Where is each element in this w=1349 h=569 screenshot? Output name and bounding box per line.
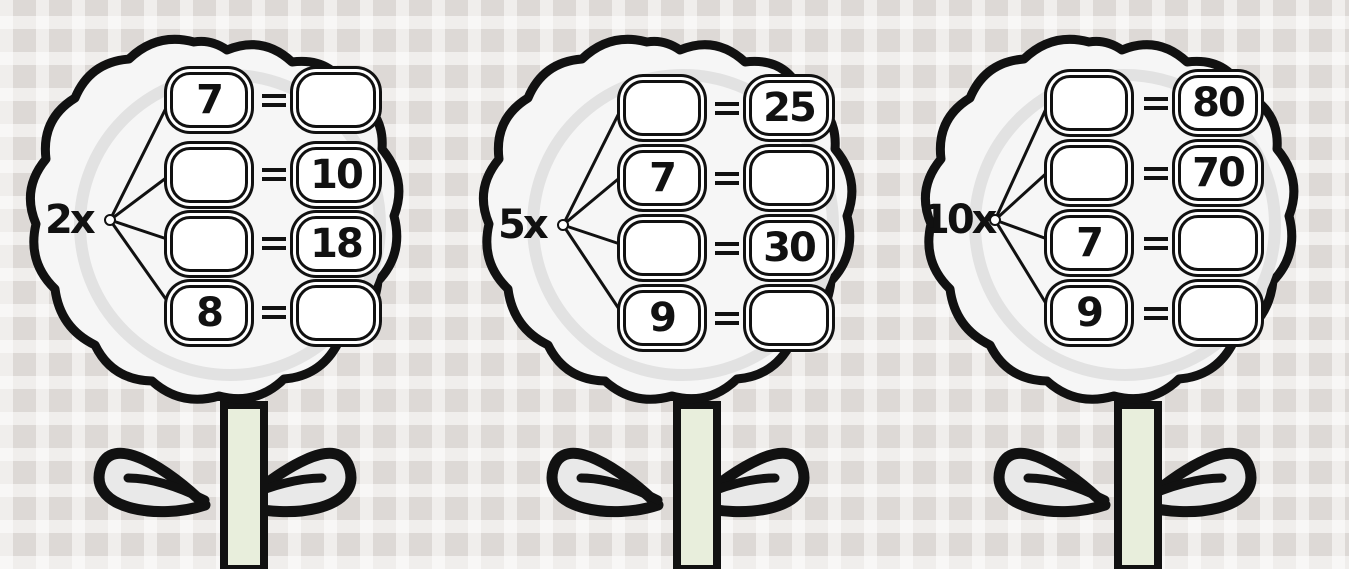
flower-1: 2x 7 10 18 8 <box>0 0 449 569</box>
answer-box-4[interactable] <box>749 290 829 346</box>
answer-box-2: 70 <box>1178 145 1258 201</box>
multiplier-label: 5x <box>498 205 546 245</box>
answer-box-2[interactable] <box>749 150 829 206</box>
left-box-1[interactable] <box>1050 75 1128 131</box>
answer-box-2: 10 <box>296 147 376 203</box>
equals-sign-2 <box>1144 167 1168 180</box>
left-box-1[interactable] <box>623 80 701 136</box>
answer-box-3: 18 <box>296 216 376 272</box>
flower-2: 5x 25 7 30 9 <box>453 0 902 569</box>
equals-sign-3 <box>262 237 286 250</box>
answer-box-4[interactable] <box>1178 285 1258 341</box>
answer-box-1[interactable] <box>296 72 376 128</box>
multiplier-label: 10x <box>922 200 994 240</box>
left-box-3[interactable] <box>623 220 701 276</box>
left-box-3: 7 <box>1050 215 1128 271</box>
answer-box-3: 30 <box>749 220 829 276</box>
answer-box-1: 80 <box>1178 75 1258 131</box>
equals-sign-1 <box>715 102 739 115</box>
left-box-1: 7 <box>170 72 248 128</box>
answer-box-4[interactable] <box>296 285 376 341</box>
stem <box>224 405 264 569</box>
left-box-3[interactable] <box>170 216 248 272</box>
equals-sign-3 <box>715 242 739 255</box>
left-box-4: 9 <box>623 290 701 346</box>
answer-box-3[interactable] <box>1178 215 1258 271</box>
equals-sign-1 <box>1144 97 1168 110</box>
multiplier-label: 2x <box>45 200 93 240</box>
equals-sign-4 <box>1144 307 1168 320</box>
equals-sign-4 <box>262 306 286 319</box>
left-box-4: 8 <box>170 285 248 341</box>
answer-box-1: 25 <box>749 80 829 136</box>
equals-sign-2 <box>715 172 739 185</box>
equals-sign-4 <box>715 312 739 325</box>
equals-sign-3 <box>1144 237 1168 250</box>
equals-sign-1 <box>262 94 286 107</box>
left-box-2[interactable] <box>170 147 248 203</box>
equals-sign-2 <box>262 168 286 181</box>
left-box-4: 9 <box>1050 285 1128 341</box>
left-box-2: 7 <box>623 150 701 206</box>
stem <box>677 405 717 569</box>
stem <box>1118 405 1158 569</box>
left-box-2[interactable] <box>1050 145 1128 201</box>
flower-3: 10x 80 70 7 9 <box>900 0 1349 569</box>
